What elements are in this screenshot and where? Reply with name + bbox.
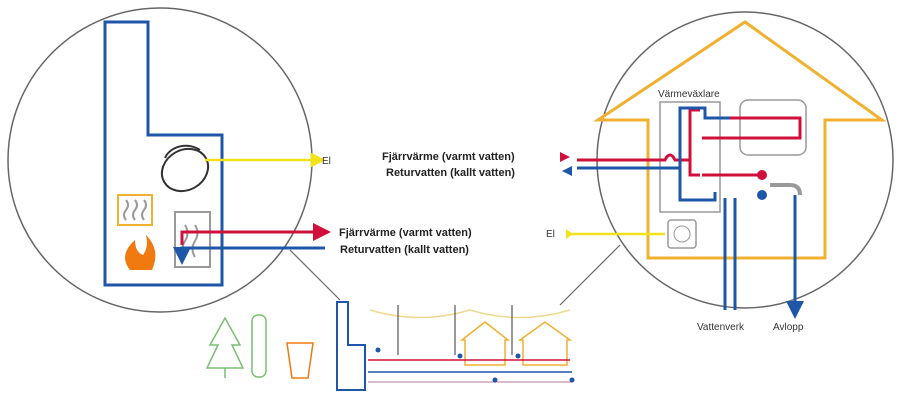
house-detail-circle: Värmeväxlare	[566, 11, 894, 319]
return-water-label-bottom: Returvatten (kallt vatten)	[340, 244, 469, 256]
plant-detail-circle	[7, 7, 331, 313]
house-outline	[593, 20, 887, 260]
heat-exchanger-icon	[174, 211, 211, 268]
waterworks-label: Vattenverk	[697, 322, 745, 333]
overview-strip	[205, 301, 575, 391]
heat-exchanger-label: Värmeväxlare	[658, 89, 720, 100]
fire-icon	[125, 235, 156, 270]
radiator-icon	[739, 99, 807, 156]
waste-bin-icon	[286, 342, 314, 379]
el-label-left: El	[322, 156, 331, 167]
tree-icon	[205, 316, 245, 378]
steam-icon	[117, 194, 153, 226]
return-water-label-top: Returvatten (kallt vatten)	[386, 167, 515, 179]
drain-label: Avlopp	[773, 322, 804, 333]
plant-building-outline	[103, 20, 224, 287]
house-small-1	[459, 321, 511, 366]
gas-bottle-icon	[251, 314, 267, 378]
plant-building-small	[336, 301, 366, 391]
power-outlet-icon	[667, 219, 697, 249]
house-small-2	[517, 321, 573, 366]
hot-water-label-top: Fjärrvärme (varmt vatten)	[382, 151, 515, 163]
turbine-icon	[160, 144, 210, 193]
hot-water-label-bottom: Fjärrvärme (varmt vatten)	[339, 227, 472, 239]
el-label-right: El	[546, 229, 555, 240]
